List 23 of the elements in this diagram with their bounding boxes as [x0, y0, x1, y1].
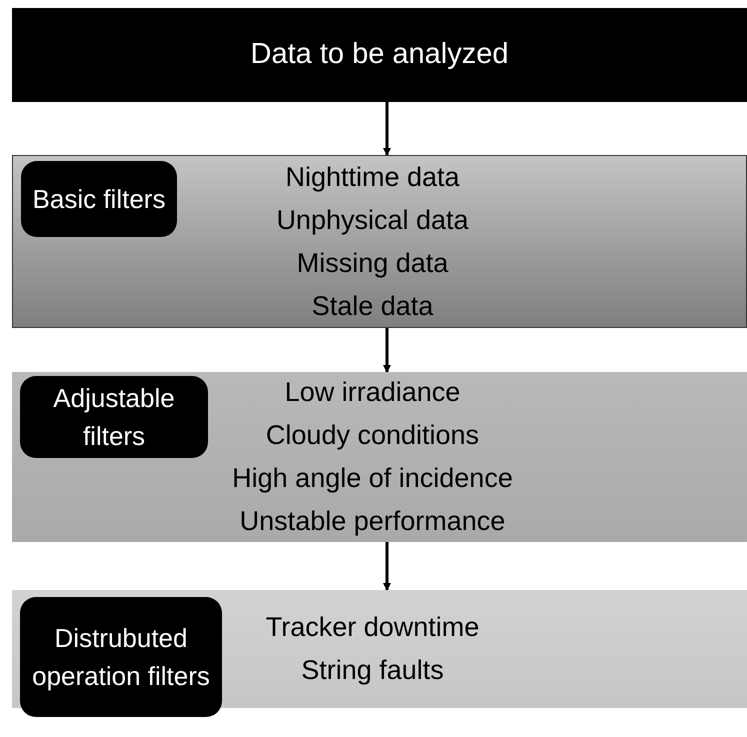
- list-item: High angle of incidence: [232, 462, 513, 495]
- filter-band: [12, 155, 747, 328]
- title-text: Data to be analyzed: [250, 37, 508, 72]
- list-item: Tracker downtime: [266, 611, 480, 644]
- list-item: Stale data: [312, 290, 434, 322]
- arrow: [383, 102, 391, 156]
- label-text: Adjustable filters: [52, 382, 176, 453]
- header-box: [12, 8, 747, 102]
- arrow: [383, 542, 391, 591]
- list-item: Cloudy conditions: [266, 419, 480, 452]
- list-item: Low irradiance: [284, 376, 460, 409]
- category-label: [20, 376, 208, 458]
- arrow: [383, 328, 391, 373]
- list-item: Nighttime data: [285, 160, 460, 194]
- label-text: Basic filters: [32, 183, 166, 216]
- list-item: Unstable performance: [240, 505, 506, 538]
- category-label: [21, 161, 177, 237]
- list-item: Unphysical data: [276, 204, 469, 237]
- list-item: Missing data: [296, 246, 448, 280]
- category-label: [20, 597, 222, 717]
- list-item: String faults: [301, 654, 444, 687]
- filter-band: [12, 372, 747, 542]
- label-text: Distrubuted operation filters: [31, 622, 211, 693]
